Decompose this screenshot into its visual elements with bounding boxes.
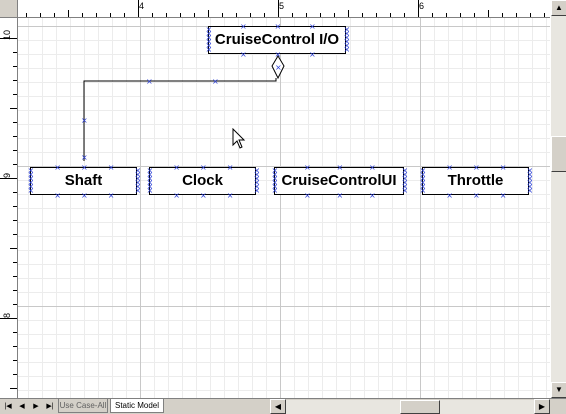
- bottom-bar: |◀ ◀ ▶ ▶| Use Case-All Static Model ◀ ▶: [0, 398, 566, 414]
- class-cruisecontrolui[interactable]: CruiseControlUI: [274, 167, 404, 195]
- svg-text:×: ×: [81, 153, 88, 162]
- class-cruisecontrolui-label: CruiseControlUI: [281, 172, 397, 189]
- tab-use-case-all-label: Use Case-All: [59, 401, 107, 410]
- horizontal-scrollbar[interactable]: ◀ ▶: [270, 399, 550, 414]
- tab-static-model[interactable]: Static Model: [110, 399, 164, 413]
- previous-page-icon[interactable]: ◀: [19, 403, 25, 410]
- ruler-label-6: 6: [419, 1, 425, 11]
- aggregation-diamond: [271, 55, 285, 80]
- svg-text:×: ×: [146, 77, 153, 86]
- tab-use-case-all[interactable]: Use Case-All: [58, 399, 108, 413]
- horizontal-scroll-thumb[interactable]: [400, 400, 440, 414]
- next-page-icon[interactable]: ▶: [33, 403, 39, 410]
- ruler-label-8: 8: [2, 312, 12, 318]
- class-clock[interactable]: Clock: [149, 167, 256, 195]
- ruler-label-10: 10: [2, 29, 12, 40]
- svg-text:×: ×: [81, 116, 88, 125]
- mouse-pointer-icon: [232, 128, 246, 149]
- drawing-canvas[interactable]: × × × × × CruiseControl I/O Shaft Clock …: [18, 18, 550, 398]
- ruler-label-4: 4: [139, 1, 145, 11]
- class-cruisecontrol-io-label: CruiseControl I/O: [214, 31, 340, 48]
- ruler-label-5: 5: [279, 1, 285, 11]
- class-cruisecontrol-io[interactable]: CruiseControl I/O: [208, 26, 346, 54]
- last-page-icon[interactable]: ▶|: [46, 403, 54, 410]
- connector-handles: × × × × ×: [81, 63, 282, 162]
- scroll-up-button[interactable]: ▲: [551, 0, 566, 16]
- aggregation-connector[interactable]: [83, 78, 277, 161]
- svg-text:×: ×: [275, 63, 282, 72]
- class-clock-label: Clock: [182, 172, 223, 189]
- vertical-ruler: 10 9 8: [0, 18, 18, 398]
- class-shaft-label: Shaft: [64, 172, 103, 189]
- class-shaft[interactable]: Shaft: [30, 167, 137, 195]
- scroll-left-button[interactable]: ◀: [270, 399, 286, 414]
- connector-layer: × × × × ×: [81, 55, 285, 162]
- class-throttle-label: Throttle: [447, 172, 504, 189]
- horizontal-ruler: 4 5 6: [18, 0, 550, 18]
- vertical-ruler-ticks: [0, 38, 17, 389]
- ruler-corner: [0, 0, 18, 18]
- scroll-down-button[interactable]: ▼: [551, 382, 566, 398]
- tab-static-model-label: Static Model: [114, 401, 160, 410]
- vertical-scroll-thumb[interactable]: [551, 136, 566, 172]
- scroll-right-button[interactable]: ▶: [534, 399, 550, 414]
- first-page-icon[interactable]: |◀: [4, 403, 12, 410]
- ruler-label-9: 9: [2, 172, 12, 178]
- vertical-scrollbar[interactable]: ▲ ▼: [550, 0, 566, 398]
- horizontal-ruler-ticks: [26, 0, 545, 17]
- svg-text:×: ×: [212, 77, 219, 86]
- class-throttle[interactable]: Throttle: [422, 167, 529, 195]
